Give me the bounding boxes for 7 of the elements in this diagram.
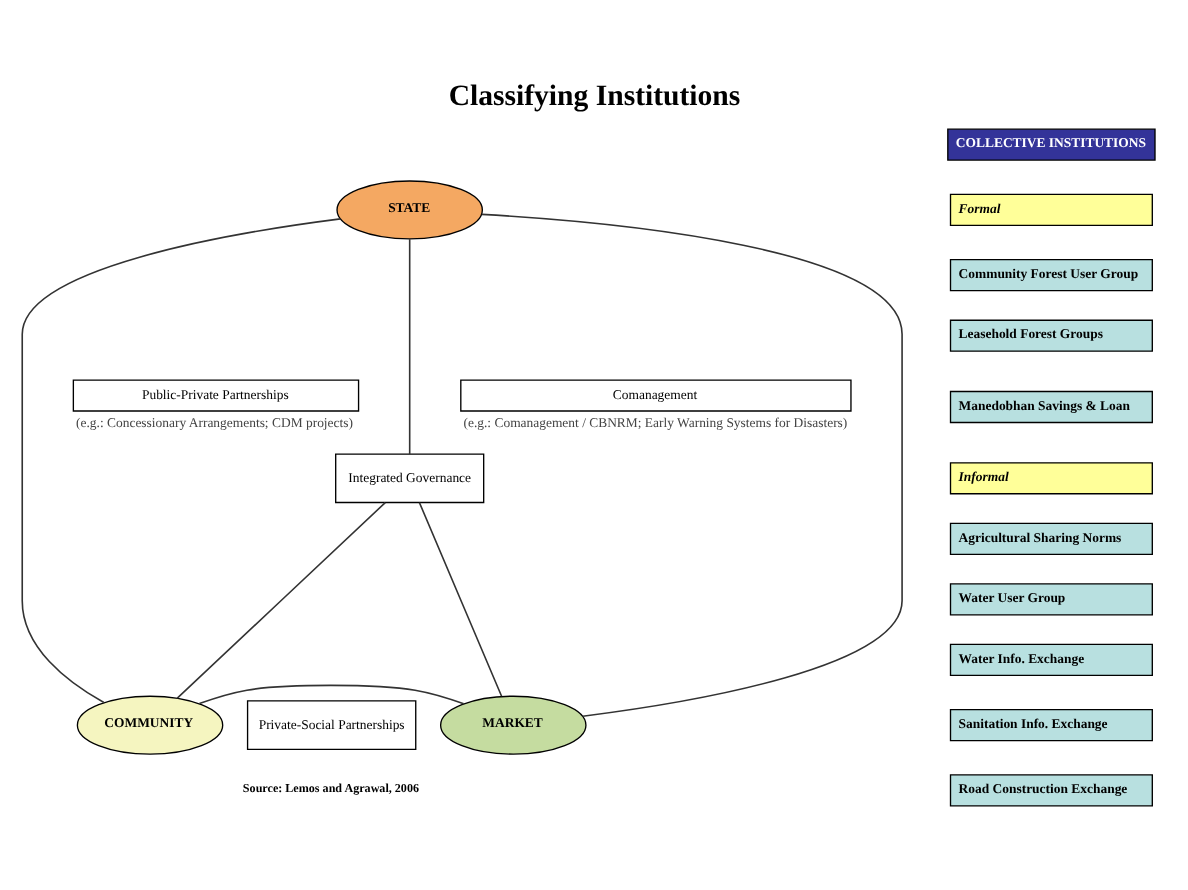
connector (408, 237, 411, 454)
connector (418, 500, 503, 697)
connector (176, 500, 387, 698)
connector (198, 683, 465, 704)
diagram-title: Classifying Institutions (448, 80, 741, 113)
connector (21, 217, 342, 703)
connector (481, 212, 903, 717)
